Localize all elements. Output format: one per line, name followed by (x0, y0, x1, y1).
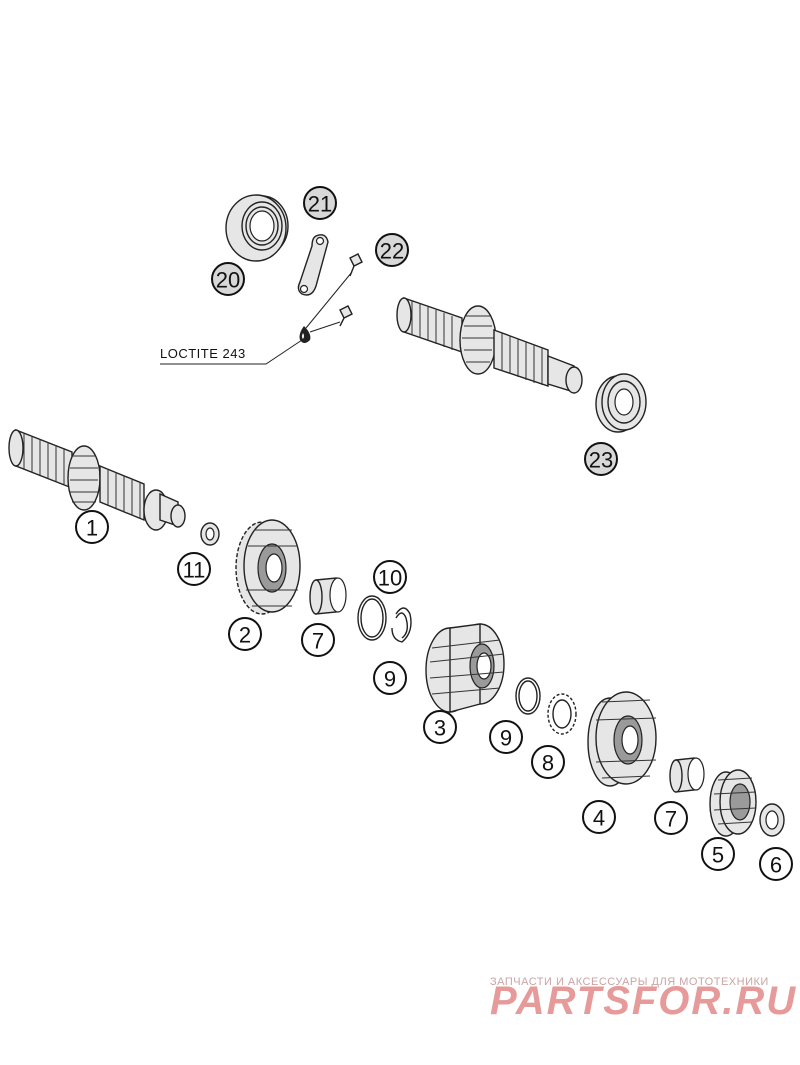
callout-c3: 3 (423, 710, 457, 744)
loctite-note-text: LOCTITE 243 (160, 346, 246, 361)
callout-circle (177, 552, 211, 586)
callout-c6: 6 (759, 847, 793, 881)
callout-label: 3 (434, 716, 446, 741)
callout-label: 5 (712, 843, 724, 868)
callout-c22: 22 (375, 233, 409, 267)
part-4-gear (587, 691, 657, 787)
part-2-gear (235, 519, 301, 615)
callout-label: 1 (86, 516, 98, 541)
loctite-note: LOCTITE 243 (160, 339, 303, 365)
callout-label: 8 (542, 751, 554, 776)
callout-circle (375, 233, 409, 267)
callout-circle (303, 186, 337, 220)
callout-c21: 21 (303, 186, 337, 220)
callout-circle (531, 745, 565, 779)
part-8-splined-washer (547, 693, 577, 735)
callout-label: 21 (308, 192, 332, 217)
callout-label: 7 (312, 629, 324, 654)
callout-circle (584, 442, 618, 476)
part-9-circlip-b (515, 677, 541, 715)
loctite-drop-icon (299, 326, 311, 343)
part-11-washer (200, 522, 220, 546)
callout-circle (228, 617, 262, 651)
callout-label: 7 (665, 807, 677, 832)
callout-circle (373, 560, 407, 594)
part-23-bearing (595, 373, 647, 433)
callout-c1: 1 (75, 510, 109, 544)
callout-circle (489, 720, 523, 754)
callout-c2: 2 (228, 617, 262, 651)
upper-shaft (396, 297, 583, 394)
part-5-gear (709, 769, 757, 837)
callout-label: 23 (589, 448, 613, 473)
callout-c5: 5 (701, 837, 735, 871)
callout-label: 9 (500, 726, 512, 751)
callout-c11: 11 (177, 552, 211, 586)
callout-label: 10 (378, 566, 402, 591)
callout-c7b: 7 (654, 801, 688, 835)
callout-circle (211, 262, 245, 296)
watermark: ЗАПЧАСТИ И АКСЕССУАРЫ ДЛЯ МОТОТЕХНИКИ PA… (490, 976, 797, 1023)
callout-label: 20 (216, 268, 240, 293)
callout-c7a: 7 (301, 623, 335, 657)
watermark-logo: PARTSFOR.RU (490, 979, 797, 1023)
callout-c10: 10 (373, 560, 407, 594)
callout-circle (373, 661, 407, 695)
callout-circle (423, 710, 457, 744)
callout-circle (582, 800, 616, 834)
part-3-gear (425, 623, 505, 713)
callout-label: 2 (239, 623, 251, 648)
part-6-washer (759, 803, 785, 837)
callout-c23: 23 (584, 442, 618, 476)
callout-label: 4 (593, 806, 605, 831)
callout-label: 22 (380, 239, 404, 264)
part-1-main-shaft (8, 428, 186, 531)
callout-circle (701, 837, 735, 871)
part-7-bushing-b (669, 757, 705, 793)
callout-circle (759, 847, 793, 881)
callout-circle (75, 510, 109, 544)
watermark-tagline: ЗАПЧАСТИ И АКСЕССУАРЫ ДЛЯ МОТОТЕХНИКИ (490, 976, 769, 988)
callout-c9a: 9 (373, 661, 407, 695)
callout-circle (301, 623, 335, 657)
part-7-bushing-a (309, 577, 347, 615)
callout-c8: 8 (531, 745, 565, 779)
part-21-retaining-plate (297, 234, 329, 296)
callout-label: 6 (770, 853, 782, 878)
callout-c4: 4 (582, 800, 616, 834)
callout-label: 11 (183, 558, 206, 583)
callout-c20: 20 (211, 262, 245, 296)
part-20-bearing (225, 194, 289, 262)
callout-label: 9 (384, 667, 396, 692)
part-10-ring (357, 595, 387, 641)
callout-circle (654, 801, 688, 835)
callout-c9b: 9 (489, 720, 523, 754)
part-9-circlip-a (391, 607, 412, 643)
part-22-screws (339, 253, 363, 327)
